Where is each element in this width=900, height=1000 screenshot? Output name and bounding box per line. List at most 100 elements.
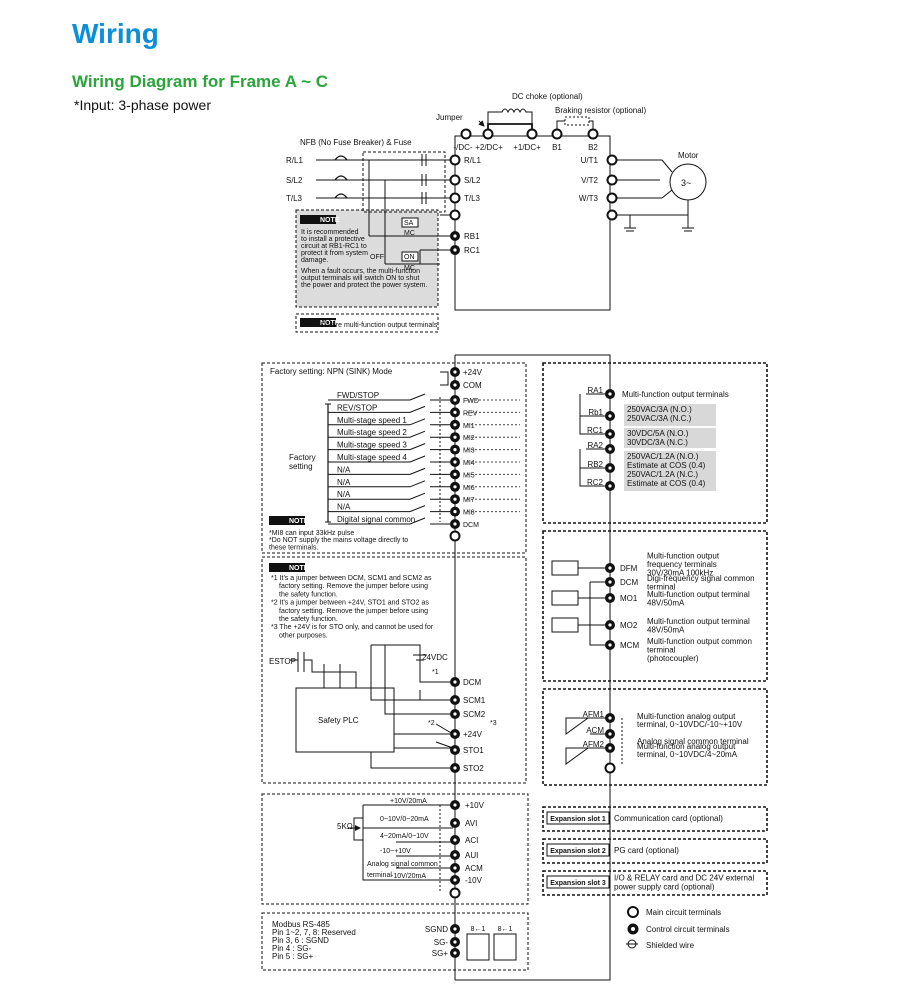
ai-terminal-label-5: -10V <box>465 876 483 885</box>
digital-output-box <box>542 530 768 682</box>
terminal-di-4-core <box>453 448 457 452</box>
ao-desc-1-0: Analog signal common terminal <box>637 737 749 746</box>
note-badge-di: NOTE <box>289 518 309 525</box>
note1-line-6: output terminals will switch ON to shut <box>301 275 419 282</box>
expansion-desc-1-0: PG card (optional) <box>614 846 679 855</box>
terminal-top-label-0: -/DC- <box>453 143 472 152</box>
di-row-label-2: Multi-stage speed 1 <box>337 416 407 425</box>
terminal-in-2[interactable] <box>449 192 461 204</box>
ro-terminal-label-0: RA1 <box>587 386 603 395</box>
mc-label-2: MC <box>404 265 415 272</box>
di-switch-1 <box>328 405 450 413</box>
terminal-safety-0-core <box>453 680 457 684</box>
analog-input-box <box>261 793 529 905</box>
di-terminal-label-0: FWD <box>463 398 479 405</box>
ao-terminal-label-1: ACM <box>586 726 604 735</box>
terminal-top-label-1: +2/DC+ <box>475 143 503 152</box>
rj45-port-1 <box>466 933 490 961</box>
terminal-ro-2-core <box>608 432 612 436</box>
do-desc-0-0: Multi-function output <box>647 551 720 560</box>
mc-label-1: MC <box>404 230 415 237</box>
braking-resistor <box>564 116 590 126</box>
terminal-ao-earth[interactable] <box>604 762 616 774</box>
input-terminal-label-1: S/L2 <box>464 176 481 185</box>
terminal-top-label-4: B2 <box>588 143 598 152</box>
di-switch-10 <box>328 517 450 525</box>
relay-terminal-label-1: RC1 <box>464 246 481 255</box>
rs485-terminal-label-1: SG- <box>434 938 449 947</box>
factory-setting-2: setting <box>289 462 313 471</box>
safety-note-2: the safety function. <box>279 591 338 598</box>
terminal-top-2[interactable] <box>526 128 538 140</box>
pot-body <box>353 817 364 841</box>
breaker-t <box>334 193 348 199</box>
rs485-terminal-label-2: SG+ <box>432 949 449 958</box>
input-terminal-label-0: R/L1 <box>464 156 481 165</box>
do-terminal-label-3: MO2 <box>620 621 638 630</box>
sa-label: SA <box>404 220 414 227</box>
ai-row-label-0: +10V/20mA <box>390 798 427 805</box>
scm1-wire <box>370 645 453 701</box>
ro-rating-box-2 <box>624 451 716 491</box>
terminal-out-0[interactable] <box>606 154 618 166</box>
note-badge-1: NOTE <box>320 217 340 224</box>
dcm-supply-wire <box>371 644 453 683</box>
di-mode-label: Factory setting: NPN (SINK) Mode <box>270 367 393 376</box>
terminal-safety-1-core <box>453 698 457 702</box>
ro-terminal-label-4: RB2 <box>587 460 603 469</box>
relay-1-contacts <box>579 394 586 435</box>
expansion-slot-badge-2 <box>546 875 610 889</box>
terminal-do-4-core <box>608 643 612 647</box>
terminal-out-2[interactable] <box>606 192 618 204</box>
legend-control-symbol-inner <box>631 927 635 931</box>
ro-rating-2-0: 250VAC/1.2A (N.O.) <box>627 452 699 461</box>
safety-note-6: *3 The +24V is for STO only, and cannot … <box>271 624 434 631</box>
terminal-di-10-core <box>453 522 457 526</box>
terminal-top-3[interactable] <box>551 128 563 140</box>
expansion-slot-badge-1 <box>546 843 610 857</box>
terminal-di-3-core <box>453 435 457 439</box>
terminal-safety-3-core <box>453 732 457 736</box>
terminal-ai-earth[interactable] <box>449 887 461 899</box>
di-terminal-label-6: MI5 <box>463 472 475 479</box>
di-row-label-0: FWD/STOP <box>337 391 379 400</box>
nfb-label: NFB (No Fuse Breaker) & Fuse <box>300 138 412 147</box>
terminal-top-4[interactable] <box>587 128 599 140</box>
ai-row-label-4: Analog signal common <box>367 861 438 868</box>
terminal-in-1[interactable] <box>449 174 461 186</box>
analog-output-amplifiers <box>565 717 590 765</box>
input-line-label-2: T/L3 <box>286 194 303 203</box>
nfb-enclosure <box>362 151 446 213</box>
safety-note-7: other purposes. <box>279 632 328 639</box>
terminal-ao-0-core <box>608 716 612 720</box>
safety-terminal-label-5: STO2 <box>463 764 484 773</box>
ai-row-label-2: 4~20mA/0~10V <box>380 833 429 840</box>
terminal-di-earth[interactable] <box>449 530 461 542</box>
terminal-earth-in[interactable] <box>449 209 461 221</box>
di-power-label-0: +24V <box>463 368 483 377</box>
do-terminal-label-0: DFM <box>620 564 638 573</box>
motor-label: Motor <box>678 151 699 160</box>
safety-terminal-label-1: SCM1 <box>463 696 486 705</box>
terminal-top-1[interactable] <box>482 128 494 140</box>
breaker-r <box>334 155 348 161</box>
analog-output-box <box>542 688 768 786</box>
ai-terminal-label-3: AUI <box>465 851 478 860</box>
note-badge-safety: NOTE <box>289 565 309 572</box>
terminal-out-1[interactable] <box>606 174 618 186</box>
terminal-do-0-core <box>608 566 612 570</box>
ao-desc-0-0: Multi-function analog output <box>637 712 736 721</box>
di-switch-6 <box>328 467 450 475</box>
ao-terminal-label-0: AFM1 <box>583 710 605 719</box>
terminal-in-0[interactable] <box>449 154 461 166</box>
terminal-top-0[interactable] <box>460 128 472 140</box>
dc-choke <box>487 108 533 134</box>
terminal-earth-out[interactable] <box>606 209 618 221</box>
note-box-multifunction <box>295 313 439 333</box>
di-terminal-label-7: MI6 <box>463 485 475 492</box>
jumper-label: Jumper <box>436 113 463 122</box>
rs485-box <box>261 912 529 971</box>
di-row-label-8: N/A <box>337 490 351 499</box>
mark-1: *1 <box>432 669 439 676</box>
